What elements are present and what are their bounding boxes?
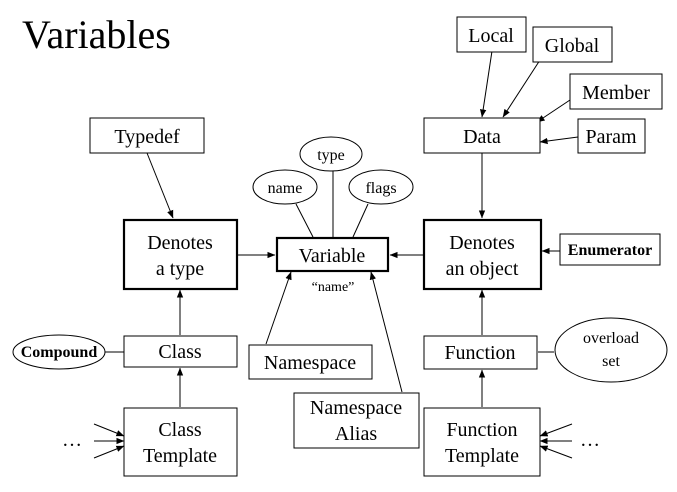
edge-right-in-1 (539, 423, 573, 437)
edge-typedef-type (146, 152, 174, 219)
node-namespace-label: Namespace (264, 352, 356, 374)
node-typedef-label: Typedef (114, 126, 180, 148)
attr-flags: flags (348, 169, 414, 205)
edge-local-data (479, 50, 493, 118)
node-member: Member (569, 73, 663, 110)
node-enumerator: Enumerator (559, 233, 661, 266)
node-class-template: Class Template (123, 407, 238, 477)
node-param: Param (577, 118, 646, 154)
edge-namespace-variable (265, 271, 292, 345)
node-typedef: Typedef (89, 117, 205, 154)
edge-member-data (536, 99, 571, 123)
page-title: Variables (22, 12, 171, 57)
edge-flags-variable (352, 203, 369, 238)
edge-name-variable (295, 203, 314, 238)
attr-name: name (252, 169, 318, 205)
node-denotes-object-line1: Denotes (449, 232, 515, 254)
attr-name-label: name (268, 180, 303, 197)
ellipsis-right: … (580, 429, 600, 451)
node-class-template-line1: Class (158, 419, 202, 441)
node-compound: Compound (12, 334, 106, 370)
node-namespace-alias: Namespace Alias (293, 392, 420, 449)
node-denotes-type-line2: a type (156, 258, 204, 280)
node-function-label: Function (444, 342, 515, 364)
edge-global-data (502, 59, 541, 118)
node-local-label: Local (468, 25, 514, 47)
node-member-label: Member (582, 82, 650, 104)
node-variable: Variable (275, 236, 390, 273)
node-variable-label: Variable (299, 245, 366, 267)
attr-type-label: type (317, 147, 345, 164)
edge-param-data (539, 136, 579, 145)
variable-name-label: “name” (312, 280, 355, 295)
node-class-template-line2: Template (143, 445, 217, 467)
attr-type: type (299, 136, 363, 172)
edge-left-in-3 (93, 445, 125, 459)
edge-alias-variable (369, 271, 403, 393)
node-enumerator-label: Enumerator (568, 242, 652, 259)
node-compound-label: Compound (21, 344, 98, 361)
node-namespace: Namespace (248, 344, 373, 380)
node-function-template-line1: Function (446, 419, 517, 441)
edges (93, 50, 579, 459)
node-denotes-object: Denotes an object (422, 218, 543, 291)
node-denotes-type-line1: Denotes (147, 232, 213, 254)
node-function-template-line2: Template (445, 445, 519, 467)
node-global-label: Global (545, 35, 600, 57)
node-class-label: Class (158, 341, 202, 363)
node-overload-set-line2: set (602, 353, 620, 370)
attr-flags-label: flags (365, 180, 396, 197)
node-overload-set: overload set (554, 317, 668, 383)
node-namespace-alias-line2: Alias (335, 423, 377, 445)
node-local: Local (456, 16, 527, 53)
node-class: Class (123, 335, 238, 368)
node-denotes-type: Denotes a type (122, 218, 239, 291)
node-overload-set-line1: overload (583, 330, 639, 347)
node-function: Function (423, 335, 538, 370)
edge-left-in-1 (93, 423, 125, 437)
node-function-template: Function Template (423, 407, 541, 477)
ellipsis-left: … (62, 429, 82, 451)
node-global: Global (532, 26, 613, 63)
node-param-label: Param (585, 126, 637, 148)
node-denotes-object-line2: an object (446, 258, 519, 280)
node-data-label: Data (463, 126, 501, 148)
node-namespace-alias-line1: Namespace (310, 397, 402, 419)
node-data: Data (423, 117, 541, 154)
edge-right-in-3 (539, 445, 573, 459)
